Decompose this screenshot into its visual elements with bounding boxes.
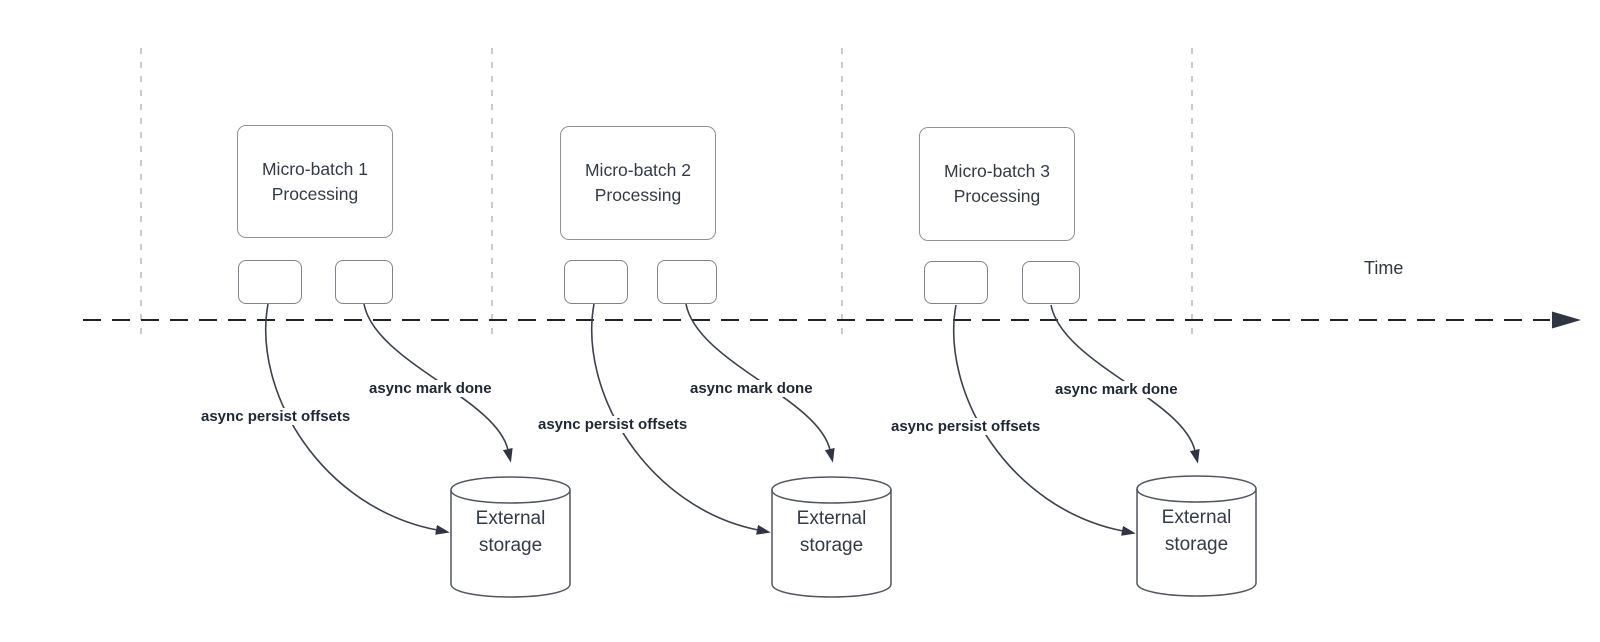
storage-label-3: External storage (1161, 507, 1232, 555)
persist-offsets-label-1: async persist offsets (199, 408, 353, 426)
persist-offsets-label-3: async persist offsets (889, 418, 1043, 436)
offset-task-box-3 (924, 261, 988, 304)
cylinder-top-rim (1136, 488, 1257, 503)
mark-done-label-3: async mark done (1053, 381, 1180, 399)
cylinder-body (450, 476, 571, 598)
storage-cylinder-3 (1136, 475, 1257, 597)
persist-offsets-label-2: async persist offsets (536, 416, 690, 434)
time-axis-label: Time (1364, 258, 1404, 278)
mark-done-arrow-2 (685, 303, 835, 463)
lane-dividers (140, 48, 1193, 338)
storage-cylinder-2 (771, 476, 892, 598)
micro-batch-1-processing-box: Micro-batch 1 Processing (237, 125, 393, 238)
mark-done-label-2: async mark done (688, 380, 815, 398)
cylinder-top-rim (450, 489, 571, 504)
micro-batch-1-title: Micro-batch 1 Processing (261, 158, 368, 204)
mark-done-arrow-3 (1050, 304, 1200, 464)
mark-done-task-box-1 (335, 260, 393, 304)
cylinder-top-rim (771, 489, 892, 504)
micro-batch-3-title: Micro-batch 3 Processing (943, 161, 1050, 206)
mark-done-task-box-2 (657, 260, 717, 304)
storage-cylinder-1 (450, 476, 571, 598)
time-axis-arrowhead-icon (1552, 311, 1581, 329)
cylinder-body (771, 476, 892, 598)
mark-done-label-1: async mark done (367, 380, 494, 398)
persist-offsets-arrow-2 (590, 303, 771, 535)
micro-batch-2-title: Micro-batch 2 Processing (584, 160, 691, 205)
offset-task-box-2 (564, 260, 628, 304)
persist-offsets-arrow-1 (264, 303, 450, 535)
micro-batch-3-processing-box: Micro-batch 3 Processing (919, 127, 1075, 241)
storage-label-1: External storage (475, 508, 546, 556)
mark-done-arrow-1 (363, 303, 513, 463)
micro-batch-2-processing-box: Micro-batch 2 Processing (560, 126, 716, 240)
mark-done-task-box-3 (1022, 261, 1080, 304)
persist-offsets-arrow-3 (952, 304, 1136, 536)
storage-label-2: External storage (796, 508, 867, 556)
time-axis (83, 311, 1581, 329)
cylinder-body (1136, 475, 1257, 597)
offset-task-box-1 (238, 260, 302, 304)
